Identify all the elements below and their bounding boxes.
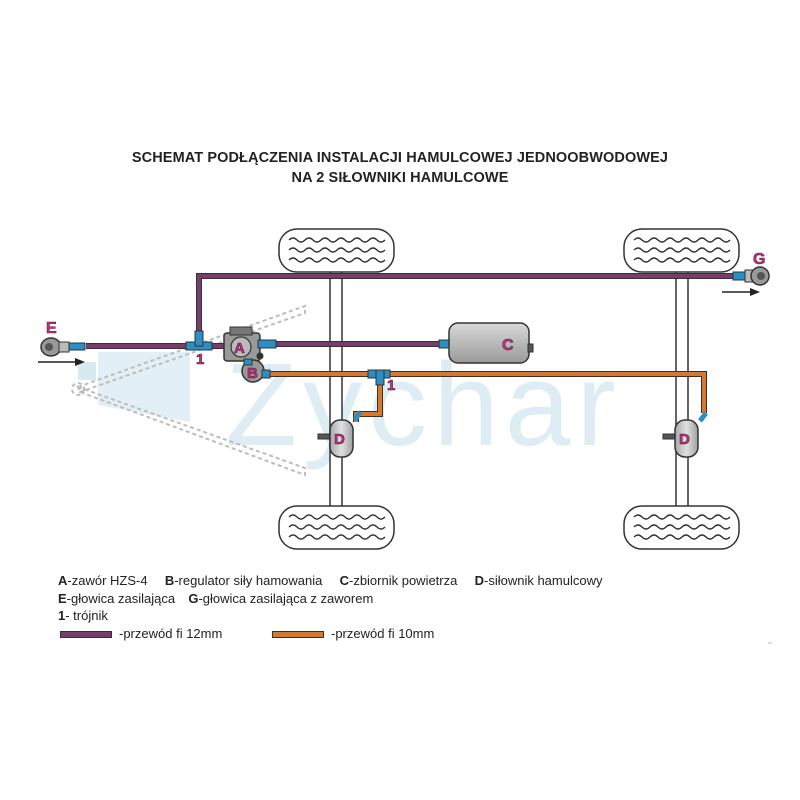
label-d-right: D bbox=[679, 431, 690, 448]
legend-row-1: A-zawór HZS-4 B-regulator siły hamowania… bbox=[58, 573, 602, 588]
wheel-front-top bbox=[278, 228, 395, 273]
legend-key-a: A bbox=[58, 573, 68, 588]
legend-text-g: -głowica zasilająca z zaworem bbox=[198, 591, 374, 606]
axle-rear bbox=[675, 249, 689, 541]
legend-swatch-12mm bbox=[60, 631, 112, 638]
legend-text-tee: - trójnik bbox=[65, 608, 108, 623]
valve-a bbox=[223, 326, 277, 362]
watermark-text: Zychar bbox=[225, 339, 622, 471]
brake-actuator-d-left bbox=[317, 410, 363, 458]
coupling-head-e bbox=[40, 337, 86, 357]
brake-actuator-d-right bbox=[662, 411, 708, 458]
wheel-rear-bottom bbox=[623, 505, 740, 550]
air-tank-c bbox=[438, 322, 534, 364]
tee-fitting-middle bbox=[367, 369, 391, 386]
label-g: G bbox=[753, 251, 765, 268]
legend-swatch-10mm bbox=[272, 631, 324, 638]
wheel-rear-top bbox=[623, 228, 740, 273]
legend-text-d: -siłownik hamulcowy bbox=[484, 573, 603, 588]
legend-text-e: -głowica zasilająca bbox=[66, 591, 176, 606]
legend-row-3: 1- trójnik bbox=[58, 608, 108, 623]
legend-pipe-12mm: -przewód fi 12mm bbox=[119, 626, 223, 641]
regulator-b bbox=[241, 358, 271, 383]
legend-key-e: E bbox=[58, 591, 67, 606]
flow-arrow-g bbox=[722, 288, 760, 296]
label-d-left: D bbox=[334, 431, 345, 448]
legend-text-b: -regulator siły hamowania bbox=[174, 573, 323, 588]
label-e: E bbox=[46, 320, 57, 337]
component-labels: A B C D D E G 1 1 bbox=[46, 251, 766, 449]
diagram-title-line1: SCHEMAT PODŁĄCZENIA INSTALACJI HAMULCOWE… bbox=[131, 150, 669, 166]
diagram-title-line2: NA 2 SIŁOWNIKI HAMULCOWE bbox=[291, 170, 509, 186]
pipes-12mm-fill bbox=[86, 274, 736, 348]
legend-row-2: E-głowica zasilająca G-głowica zasilając… bbox=[58, 591, 373, 606]
label-b: B bbox=[247, 365, 258, 382]
flow-arrow-e bbox=[38, 358, 85, 366]
label-tee-left: 1 bbox=[196, 351, 204, 368]
legend-text-c: -zbiornik powietrza bbox=[348, 573, 458, 588]
tee-fitting-left bbox=[185, 330, 213, 351]
label-c: C bbox=[502, 337, 514, 354]
label-tee-middle: 1 bbox=[387, 377, 395, 394]
legend-key-tee: 1 bbox=[58, 608, 66, 623]
watermark: Zychar bbox=[78, 339, 622, 471]
legend-text-a: -zawór HZS-4 bbox=[67, 573, 148, 588]
legend-key-d: D bbox=[474, 573, 484, 588]
legend-key-c: C bbox=[339, 573, 349, 588]
drawbar bbox=[71, 304, 306, 477]
coupling-head-g bbox=[732, 266, 770, 286]
label-a: A bbox=[234, 340, 245, 357]
legend-pipe-10mm: -przewód fi 10mm bbox=[331, 626, 435, 641]
pipes-12mm bbox=[86, 273, 736, 349]
axle-front bbox=[329, 249, 343, 541]
legend-key-g: G bbox=[188, 591, 199, 606]
wheel-front-bottom bbox=[278, 505, 395, 550]
legend-key-b: B bbox=[164, 573, 175, 588]
